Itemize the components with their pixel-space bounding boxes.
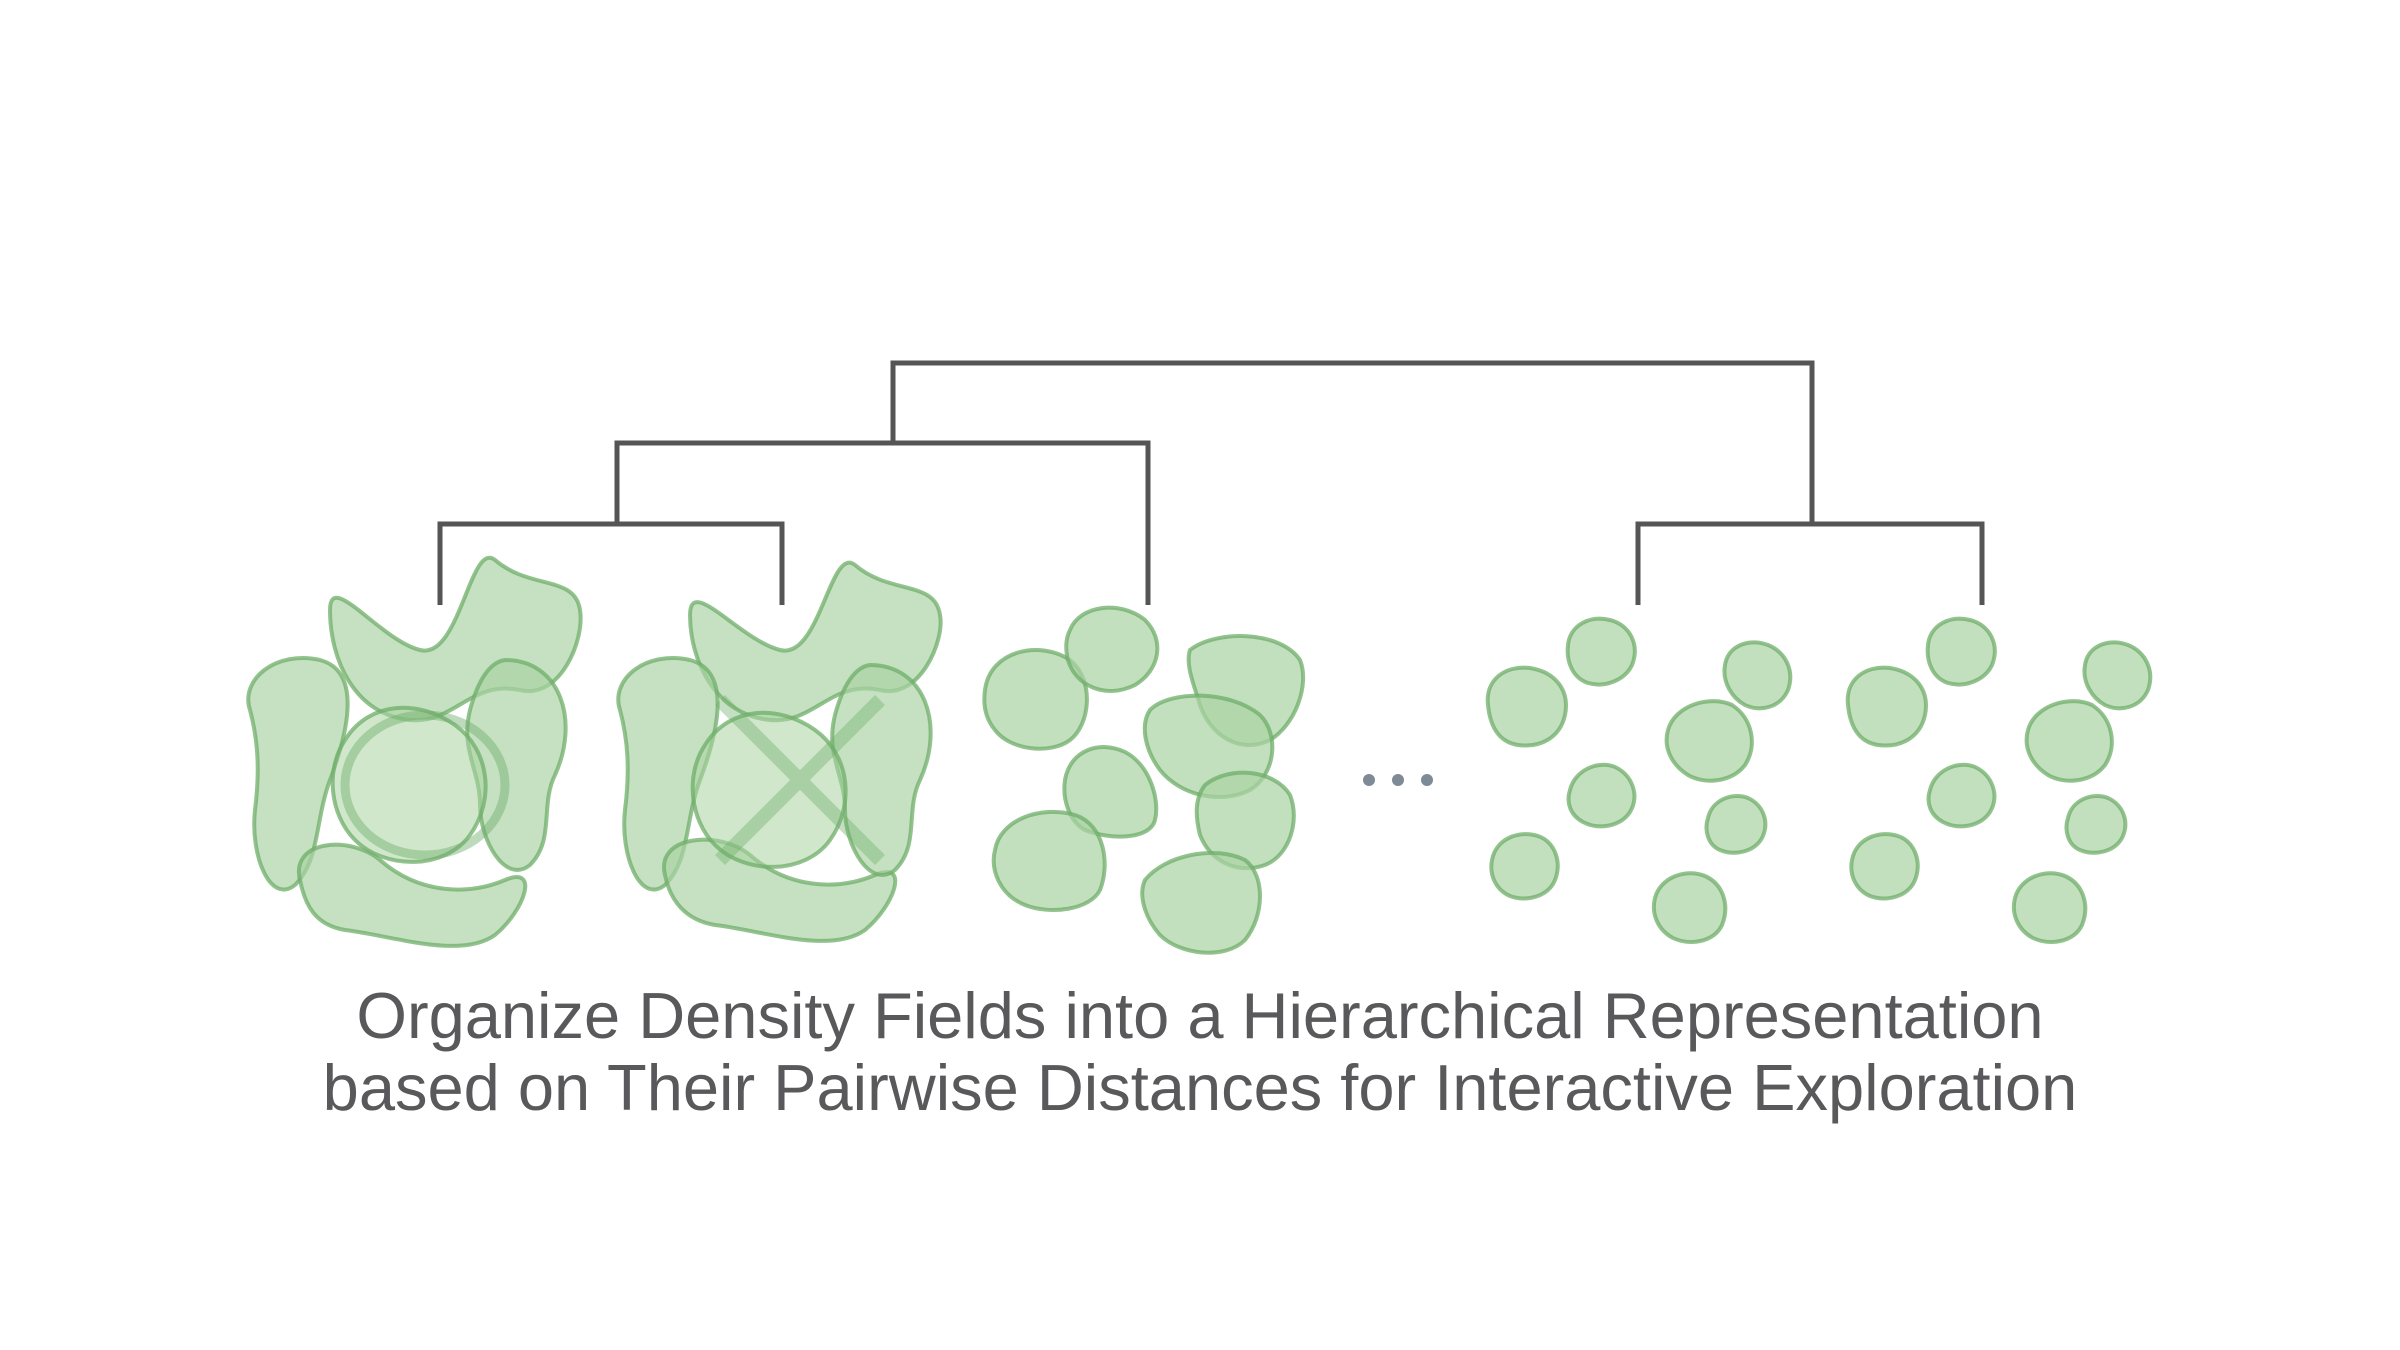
density-blob [1194,770,1296,871]
density-blob [1652,871,1728,944]
dendrogram-branch-leaf4-leaf5 [1635,521,1985,605]
density-blob [982,648,1089,751]
density-field-merged-clover [246,555,583,948]
density-lobe [830,662,933,877]
density-lobe [246,656,350,892]
density-blob [1664,699,1754,783]
density-blob [1565,616,1637,687]
caption-line-1: Organize Density Fields into a Hierarchi… [356,979,2044,1052]
density-lobe [616,656,720,892]
density-blob [1140,851,1262,955]
density-lobe [296,842,528,948]
density-ring [340,710,510,860]
density-blob [1485,665,1568,748]
density-blob [1566,762,1637,829]
dendrogram-root-branch [890,360,1815,524]
density-blob [2082,640,2153,711]
dendrogram [437,360,1985,605]
density-blob [1925,616,1997,687]
ellipsis-more-fields: ... [1363,774,1433,786]
density-blob [1489,832,1560,901]
density-field-crossed-clover [616,560,943,943]
density-blob [2064,794,2128,855]
density-blob [1064,605,1160,693]
density-crossbar [715,695,885,865]
density-field-scattered-a [1485,616,1793,944]
density-core [690,710,848,869]
caption-line-2: based on Their Pairwise Distances for In… [322,1051,2078,1124]
density-blob [1722,640,1793,711]
density-core [330,705,488,864]
ellipsis-dot [1392,774,1404,786]
density-blob [1845,665,1928,748]
density-blob [1704,794,1768,855]
density-lobe [465,657,568,872]
density-blob [991,809,1107,912]
dendrogram-branch-merge12-leaf3 [614,440,1151,605]
density-blob [1849,832,1920,901]
ellipsis-dot [1421,774,1433,786]
density-blob [2012,871,2088,944]
ellipsis-dot [1363,774,1375,786]
density-blob [1926,762,1997,829]
density-field-scattered-b [1845,616,2153,944]
density-field-partial-split [982,605,1306,955]
density-blob [2024,699,2114,783]
dendrogram-branch-leaf1-leaf2 [437,521,785,605]
